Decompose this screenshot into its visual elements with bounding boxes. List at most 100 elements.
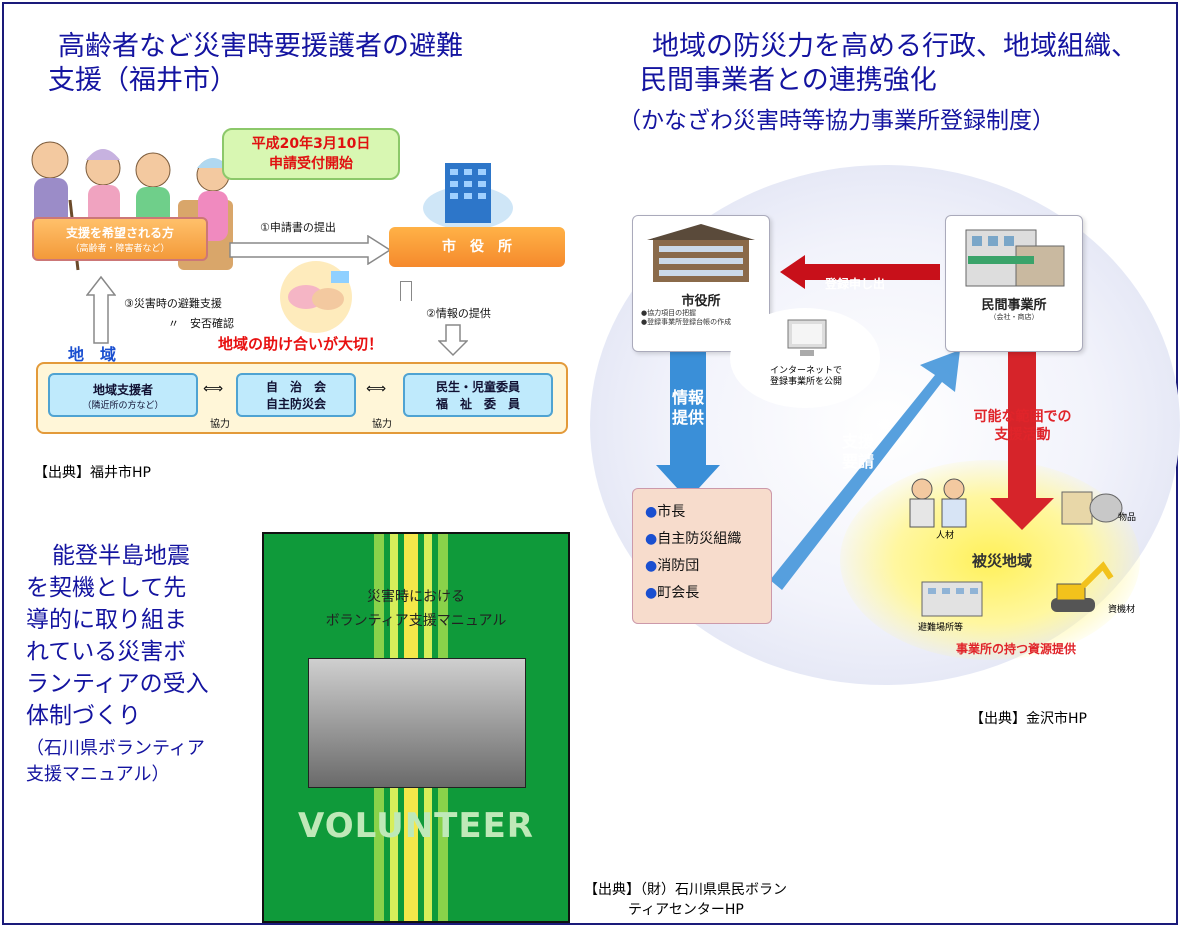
cover-volunteer-word: VOLUNTEER [298, 806, 534, 846]
kanazawa-title-line1: 地域の防災力を高める行政、地域組織、 [652, 31, 1138, 62]
fukui-title-line2: 支援（福井市） [48, 65, 237, 96]
list-item: ●消防団 [645, 558, 700, 574]
disaster-area-label: 被災地域 [972, 552, 1033, 570]
city-office-icon [647, 224, 755, 282]
volunteer-source: 【出典】（財）石川県県民ボラン ティアセンターHP [584, 880, 787, 920]
list-item: ●町会長 [645, 585, 700, 601]
step3-sub: 〃 安否確認 [168, 317, 234, 330]
coop-arrow-2: ⟺ [366, 381, 387, 397]
step3-arrow [86, 275, 116, 344]
cover-title-1: 災害時における [367, 589, 465, 605]
internet-line-2: 登録事業所を公開 [769, 377, 842, 387]
date-badge: 平成20年3月10日 申請受付開始 [222, 128, 400, 180]
support-request-2: 要請 [842, 452, 875, 471]
volunteer-manual-cover: 災害時における ボランティア支援マニュアル VOLUNTEER [262, 532, 570, 923]
mutual-help-text: 地域の助け合いが大切！ [218, 335, 384, 353]
association-line1: 自 治 会 [265, 380, 326, 394]
kanazawa-title-line3: （かなざわ災害時等協力事業所登録制度） [618, 108, 1055, 134]
support-request-text: 支援 要請 [842, 432, 874, 472]
noto-sub-2: 支援マニュアル） [26, 764, 170, 785]
handshake-icon [280, 261, 352, 333]
date-badge-line1: 平成20年3月10日 [251, 136, 371, 152]
internet-text: インターネットで 登録事業所を公開 [756, 366, 856, 388]
noto-line-5: ランティアの受入 [26, 671, 209, 697]
noto-line-2: を契機として先 [26, 575, 187, 601]
goods-icon [1061, 491, 1123, 525]
noto-sub-1: （石川県ボランティア [26, 738, 205, 759]
noto-line-1: 能登半島地震 [52, 543, 190, 569]
kanazawa-title-line2: 民間事業者との連携強化 [640, 65, 937, 96]
supporter-note: （隣近所の方など） [82, 401, 164, 411]
info-provide-text: 情報 提供 [672, 388, 704, 428]
noto-line-4: れている災害ボ [26, 639, 187, 665]
coop-label-1: 協力 [210, 419, 230, 430]
cover-photo [308, 658, 526, 788]
info-provide-1: 情報 [672, 388, 705, 407]
register-arrow-label: 登録申し出 [825, 277, 886, 291]
flow-arrows [656, 255, 1054, 590]
list-item: ●自主防災組織 [645, 531, 742, 547]
step2-arrow [438, 324, 468, 357]
noto-line-3: 導的に取り組ま [26, 607, 187, 633]
welfare-line1: 民生・児童委員 [435, 380, 520, 394]
step1-label: ①申請書の提出 [260, 221, 336, 234]
noto-line-6: 体制づくり [26, 703, 141, 729]
excavator-icon [1051, 561, 1114, 612]
coop-arrow-1: ⟺ [203, 381, 224, 397]
computer-icon [787, 319, 827, 356]
step1-arrow [229, 235, 392, 265]
city-office-note-1: ●協力項目の把握 [641, 309, 697, 317]
possible-range-text: 可能な範囲での 支援活動 [955, 408, 1090, 444]
kanazawa-diagram: 登録申し出 市役所 ●協力項目の把握 ●登録事業所登録台帳の作成 民間事業所 （… [590, 160, 1180, 685]
kanazawa-source: 【出典】金沢市HP [970, 711, 1087, 727]
info-provide-2: 提供 [672, 408, 705, 427]
human-resources-icon [909, 478, 967, 528]
list-item-label: 町会長 [657, 585, 700, 601]
fukui-source: 【出典】福井市HP [34, 465, 151, 481]
welfare-box: 民生・児童委員 福 祉 委 員 [403, 373, 553, 417]
city-office-box: 市 役 所 [389, 227, 565, 267]
fukui-title-line1: 高齢者など災害時要援護者の避難 [58, 31, 463, 62]
shelter-icon [921, 581, 983, 617]
support-request-1: 支援 [842, 432, 875, 451]
list-item: ●市長 [645, 504, 686, 520]
region-label: 地 域 [68, 345, 117, 364]
internet-line-1: インターネットで [769, 366, 842, 376]
supporter-box: 地域支援者 （隣近所の方など） [48, 373, 198, 417]
goods-label: 物品 [1118, 513, 1137, 523]
private-business-card: 民間事業所 （会社・商店） [945, 215, 1083, 352]
step2-connector [400, 281, 412, 301]
possible-range-2: 支援活動 [994, 427, 1051, 443]
materials-label: 資機材 [1108, 605, 1136, 615]
applicant-box: 支援を希望される方 （高齢者・障害者など） [32, 217, 208, 261]
volunteer-source-1: 【出典】（財）石川県県民ボラン [584, 882, 787, 898]
shelter-label: 避難場所等 [918, 623, 964, 633]
welfare-line2: 福 祉 委 員 [435, 397, 520, 411]
association-line2: 自主防災会 [265, 397, 326, 411]
city-building-icon [423, 163, 513, 230]
cover-title-2: ボランティア支援マニュアル [325, 613, 507, 629]
list-item-label: 市長 [657, 504, 686, 520]
volunteer-source-2: ティアセンターHP [628, 902, 744, 918]
applicant-note: （高齢者・障害者など） [70, 244, 170, 254]
date-badge-line2: 申請受付開始 [269, 156, 353, 172]
resource-provide-label: 事業所の持つ資源提供 [956, 642, 1077, 656]
noto-text-block: 能登半島地震 を契機として先 導的に取り組ま れている災害ボ ランティアの受入 … [26, 540, 209, 732]
city-office-note-2: ●登録事業所登録台帳の作成 [641, 318, 732, 326]
list-item-label: 自主防災組織 [657, 531, 742, 547]
coop-label-2: 協力 [372, 419, 392, 430]
local-org-list: ●市長 ●自主防災組織 ●消防団 ●町会長 [632, 488, 772, 624]
possible-range-1: 可能な範囲での [973, 409, 1072, 425]
noto-sub-block: （石川県ボランティア 支援マニュアル） [26, 736, 205, 788]
private-business-icon [965, 229, 1065, 287]
association-box: 自 治 会 自主防災会 [236, 373, 356, 417]
fukui-diagram: 支援を希望される方 （高齢者・障害者など） 平成20年3月10日 申請受付開始 … [28, 125, 571, 438]
applicant-label: 支援を希望される方 [65, 226, 174, 240]
step2-label: ②情報の提供 [426, 307, 491, 320]
city-office-title: 市役所 [681, 294, 721, 309]
supporter-label: 地域支援者 [92, 383, 153, 397]
human-label: 人材 [936, 531, 955, 541]
private-business-title: 民間事業所 [981, 298, 1047, 313]
step3-label: ③災害時の避難支援 [124, 297, 222, 310]
